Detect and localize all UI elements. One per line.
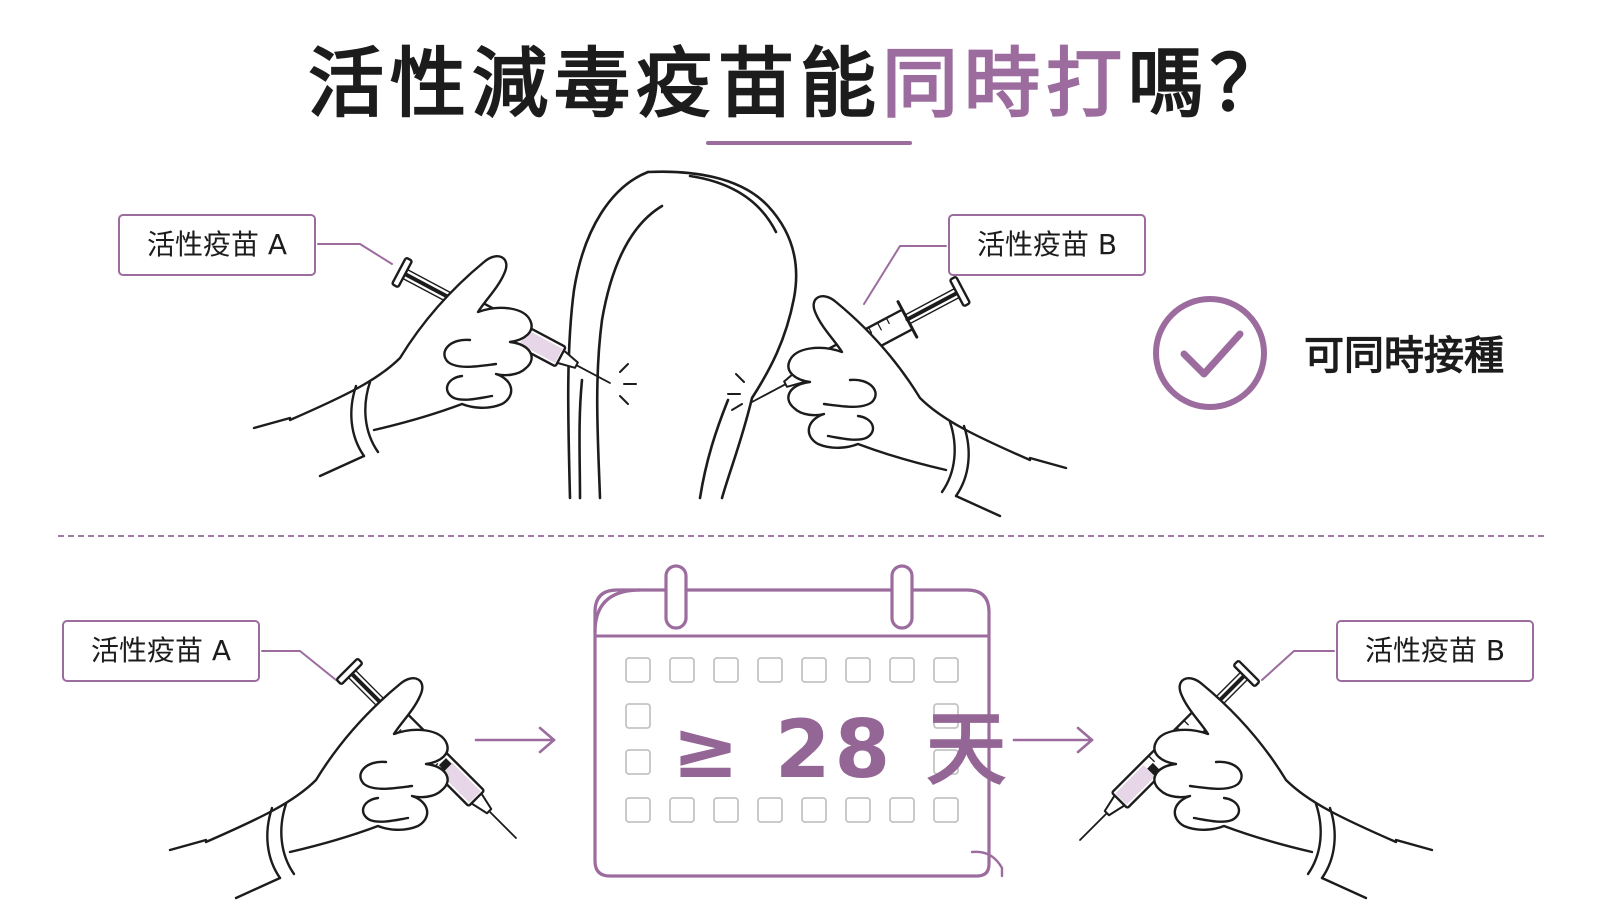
syringe-hand-top-left [252,253,619,478]
injection-mark-left [619,363,637,405]
leader-line-bottom-a [261,650,337,681]
upper-arm [566,170,798,500]
title-part-1: 活性減毒疫苗能 [308,39,882,128]
syringe-hand-bottom-right [1066,657,1434,900]
leader-line-bottom-b [1261,650,1335,681]
leader-line-top-a [317,243,393,265]
arrow-right-icon-2 [1012,726,1094,754]
label-vaccine-a-top: 活性疫苗 A [118,214,316,276]
syringe-hand-bottom-left [168,655,530,900]
leader-line-top-b [863,245,947,305]
arrow-right-icon [474,726,556,754]
page-title: 活性減毒疫苗能同時打嗎？ [0,34,1600,134]
interval-days-text: ≥ 28 天 [672,703,1011,796]
calendar-icon [593,564,1004,878]
title-highlight: 同時打 [882,39,1128,128]
simultaneous-ok-text: 可同時接種 [1304,333,1504,379]
check-circle-icon [1153,296,1267,410]
section-divider [58,535,1544,537]
title-underline [706,141,912,145]
injection-mark-right [727,373,745,411]
label-vaccine-b-top: 活性疫苗 B [948,214,1146,276]
label-vaccine-b-bottom: 活性疫苗 B [1336,620,1534,682]
title-part-2: 嗎？ [1128,39,1292,128]
label-vaccine-a-bottom: 活性疫苗 A [62,620,260,682]
